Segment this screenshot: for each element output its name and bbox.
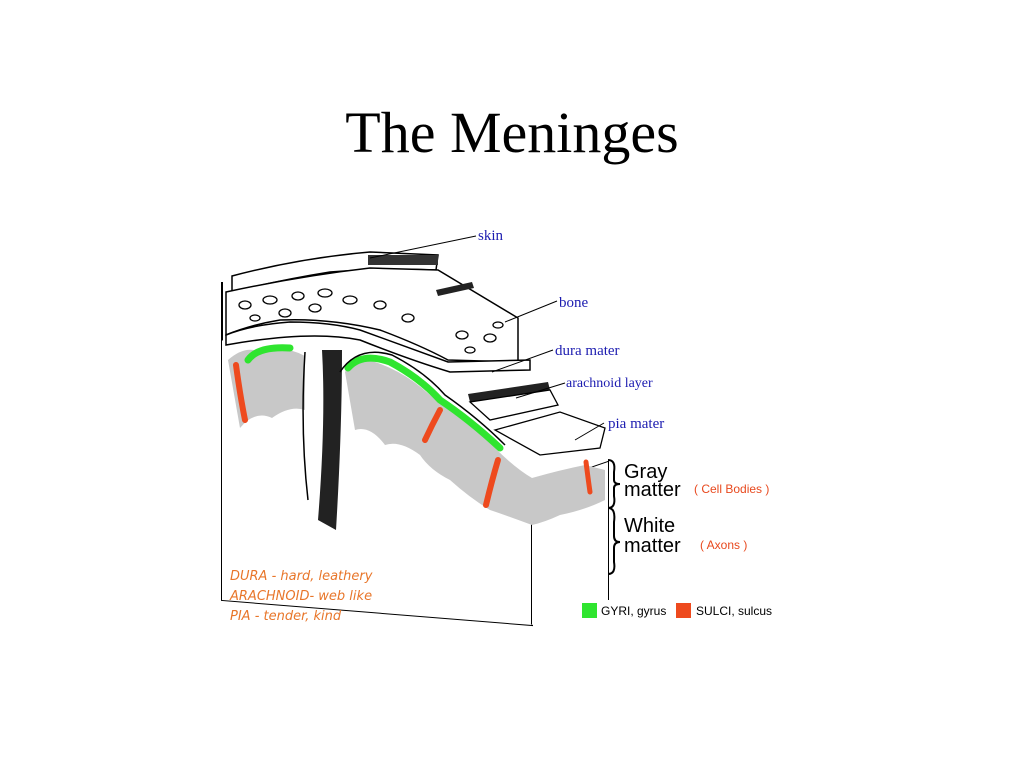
legend-gyri-label: GYRI, gyrus [601,604,666,618]
pia-layer [493,411,606,456]
dura-dark-band [468,382,550,402]
white-matter-brace [607,507,621,575]
label-dura-mater: dura mater [555,343,620,359]
sulcus-middle [422,407,443,443]
skin-dark-band [368,255,438,265]
gray-matter-shading-left [228,349,305,428]
label-skin: skin [478,228,504,244]
note-arachnoid: ARACHNOID- web like [229,589,372,604]
gyrus-left [244,344,294,364]
gyrus-main [344,354,504,452]
legend-sulci-swatch [676,603,691,618]
arachnoid-layer [468,389,559,421]
white-matter-note: ( Axons ) [700,538,747,552]
note-dura: DURA - hard, leathery [230,569,373,584]
bone-pores [238,288,504,354]
gray-matter-line1: Gray [624,461,667,483]
gray-matter-brace [607,459,621,509]
label-pia-mater: pia mater [608,416,664,432]
fissure-fold [302,351,309,501]
brain-block-fill [222,340,608,625]
label-arachnoid-layer: arachnoid layer [566,376,653,391]
label-bone: bone [559,295,589,311]
slide-title: The Meninges [345,100,679,165]
longitudinal-fissure [318,350,342,530]
gray-matter-line2: matter [624,479,681,501]
white-matter-line2: matter [624,535,681,557]
bone-step-dark [436,282,474,296]
white-matter-line1: White [624,515,675,537]
note-pia: PIA - tender, kind [230,609,342,624]
dura-layer [225,321,531,373]
gray-matter-shading-main [345,359,532,525]
sulcus-right [483,457,501,508]
sulcus-far-right [583,459,593,495]
gray-matter-note: ( Cell Bodies ) [694,482,769,496]
legend-sulci-label: SULCI, sulcus [696,604,772,618]
legend-gyri-swatch [582,603,597,618]
sulcus-left [233,362,248,423]
leader-lines [369,235,605,441]
gyrus-outline [339,351,506,446]
